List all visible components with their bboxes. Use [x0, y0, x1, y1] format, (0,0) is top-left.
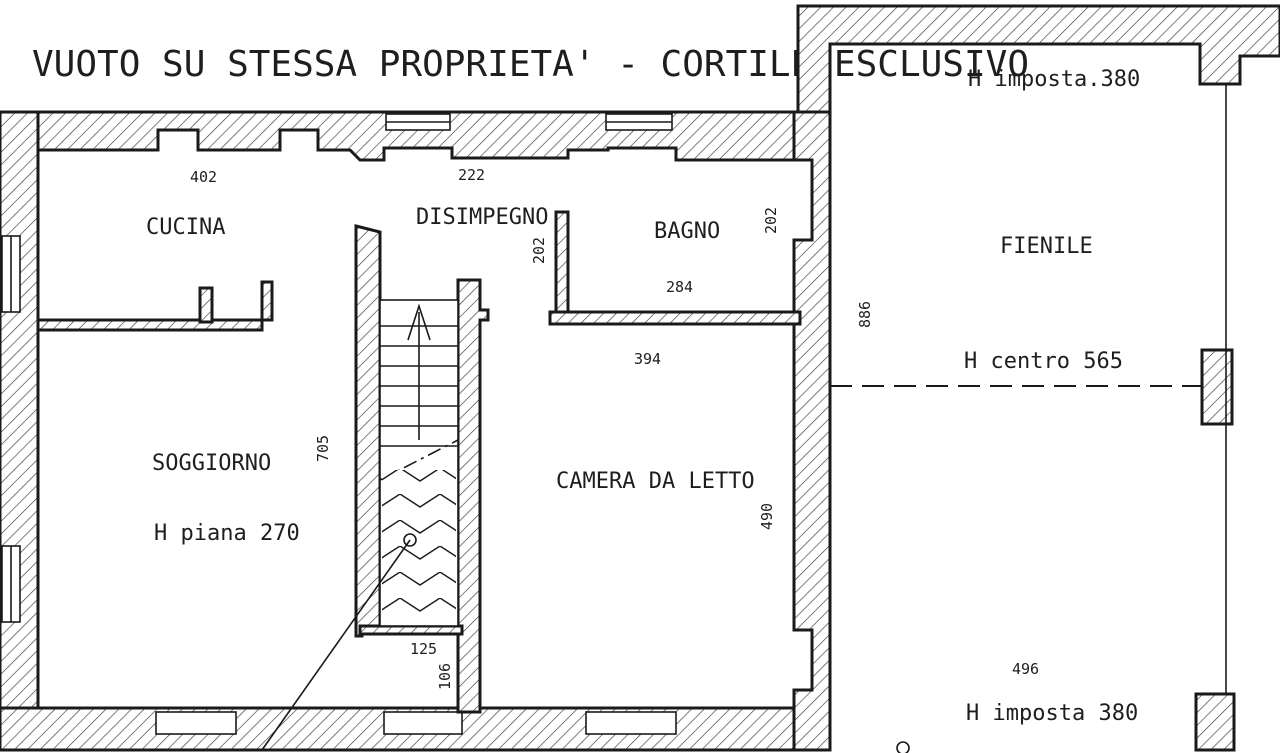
window-south-3 [585, 711, 677, 735]
room-label-bagno: BAGNO [654, 219, 720, 244]
fienile-height-center: H centro 565 [964, 349, 1123, 374]
fienile-pillar-mid [1200, 348, 1234, 426]
stair-post-icon [403, 533, 417, 547]
dim-fienile-depth: 886 [856, 301, 874, 328]
room-label-soggiorno: SOGGIORNO [152, 451, 271, 476]
landing-wall [358, 624, 464, 636]
room-label-camera: CAMERA DA LETTO [556, 469, 755, 494]
fienile-height-bottom: H imposta 380 [966, 701, 1138, 726]
north-wall [0, 110, 802, 312]
post-icon [896, 741, 910, 753]
dim-soggiorno-depth: 705 [314, 435, 332, 462]
fienile-pillar-bottom [1194, 692, 1236, 752]
room-label-cucina: CUCINA [146, 215, 225, 240]
dim-disimpegno-width: 222 [458, 166, 485, 184]
room-height-soggiorno: H piana 270 [154, 521, 300, 546]
window-south-1 [155, 711, 237, 735]
window-south-2 [383, 711, 463, 735]
dim-camera-depth: 490 [758, 503, 776, 530]
room-label-disimpegno: DISIMPEGNO [416, 205, 548, 230]
stair-west-wall [354, 224, 382, 638]
west-wall [0, 110, 40, 722]
dim-cucina-width: 402 [190, 168, 217, 186]
dividing-wall [792, 110, 832, 752]
dim-bagno-depth: 202 [762, 207, 780, 234]
dim-disimpegno-depth: 202 [530, 237, 548, 264]
dim-bagno-width: 284 [666, 278, 693, 296]
staircase [261, 299, 459, 751]
plan-title: VUOTO SU STESSA PROPRIETA' - CORTILE ESC… [32, 44, 1029, 85]
dim-landing-depth: 106 [436, 663, 454, 690]
bathroom-west-wall [554, 210, 570, 314]
dim-camera-width: 394 [634, 350, 661, 368]
kitchen-stub [198, 286, 214, 324]
room-label-fienile: FIENILE [1000, 234, 1093, 259]
bathroom-south-wall [548, 310, 802, 326]
dim-fienile-width: 496 [1012, 660, 1039, 678]
kitchen-partition [36, 280, 274, 332]
fienile-height-top: H imposta.380 [968, 67, 1140, 92]
dim-landing-width: 125 [410, 640, 437, 658]
fienile-north-wall [796, 4, 1280, 114]
stair-east-wall [456, 278, 490, 714]
